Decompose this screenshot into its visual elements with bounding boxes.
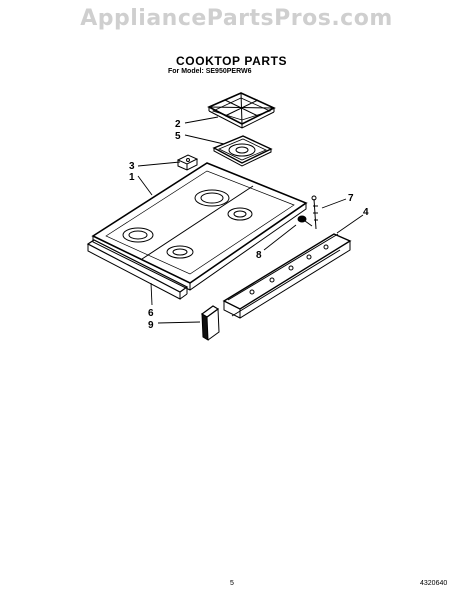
page-title: COOKTOP PARTS xyxy=(176,54,288,68)
part-screw xyxy=(311,195,318,230)
page-number: 5 xyxy=(230,580,234,587)
callout-8: 8 xyxy=(256,250,262,261)
callout-1: 1 xyxy=(129,172,135,183)
callout-labels: 2 5 3 1 7 4 8 6 9 xyxy=(129,119,369,331)
callout-5: 5 xyxy=(175,131,181,142)
callout-9: 9 xyxy=(148,320,154,331)
document-code: 4320640 xyxy=(420,580,448,587)
callout-6: 6 xyxy=(148,308,154,319)
part-bracket xyxy=(176,154,199,171)
part-front-trim xyxy=(86,239,189,300)
part-burner-bowl xyxy=(212,135,273,167)
part-knob xyxy=(297,215,313,227)
model-subtitle: For Model: SE950PERW6 xyxy=(168,68,252,75)
watermark-logo: AppliancePartsPros.com xyxy=(80,6,393,31)
callout-4: 4 xyxy=(363,207,369,218)
part-end-cap xyxy=(200,305,220,341)
leader-lines xyxy=(137,116,364,324)
callout-3: 3 xyxy=(129,161,135,172)
part-manifold-panel xyxy=(222,233,352,319)
callout-2: 2 xyxy=(175,119,181,130)
callout-7: 7 xyxy=(348,193,354,204)
part-grate xyxy=(207,92,276,129)
